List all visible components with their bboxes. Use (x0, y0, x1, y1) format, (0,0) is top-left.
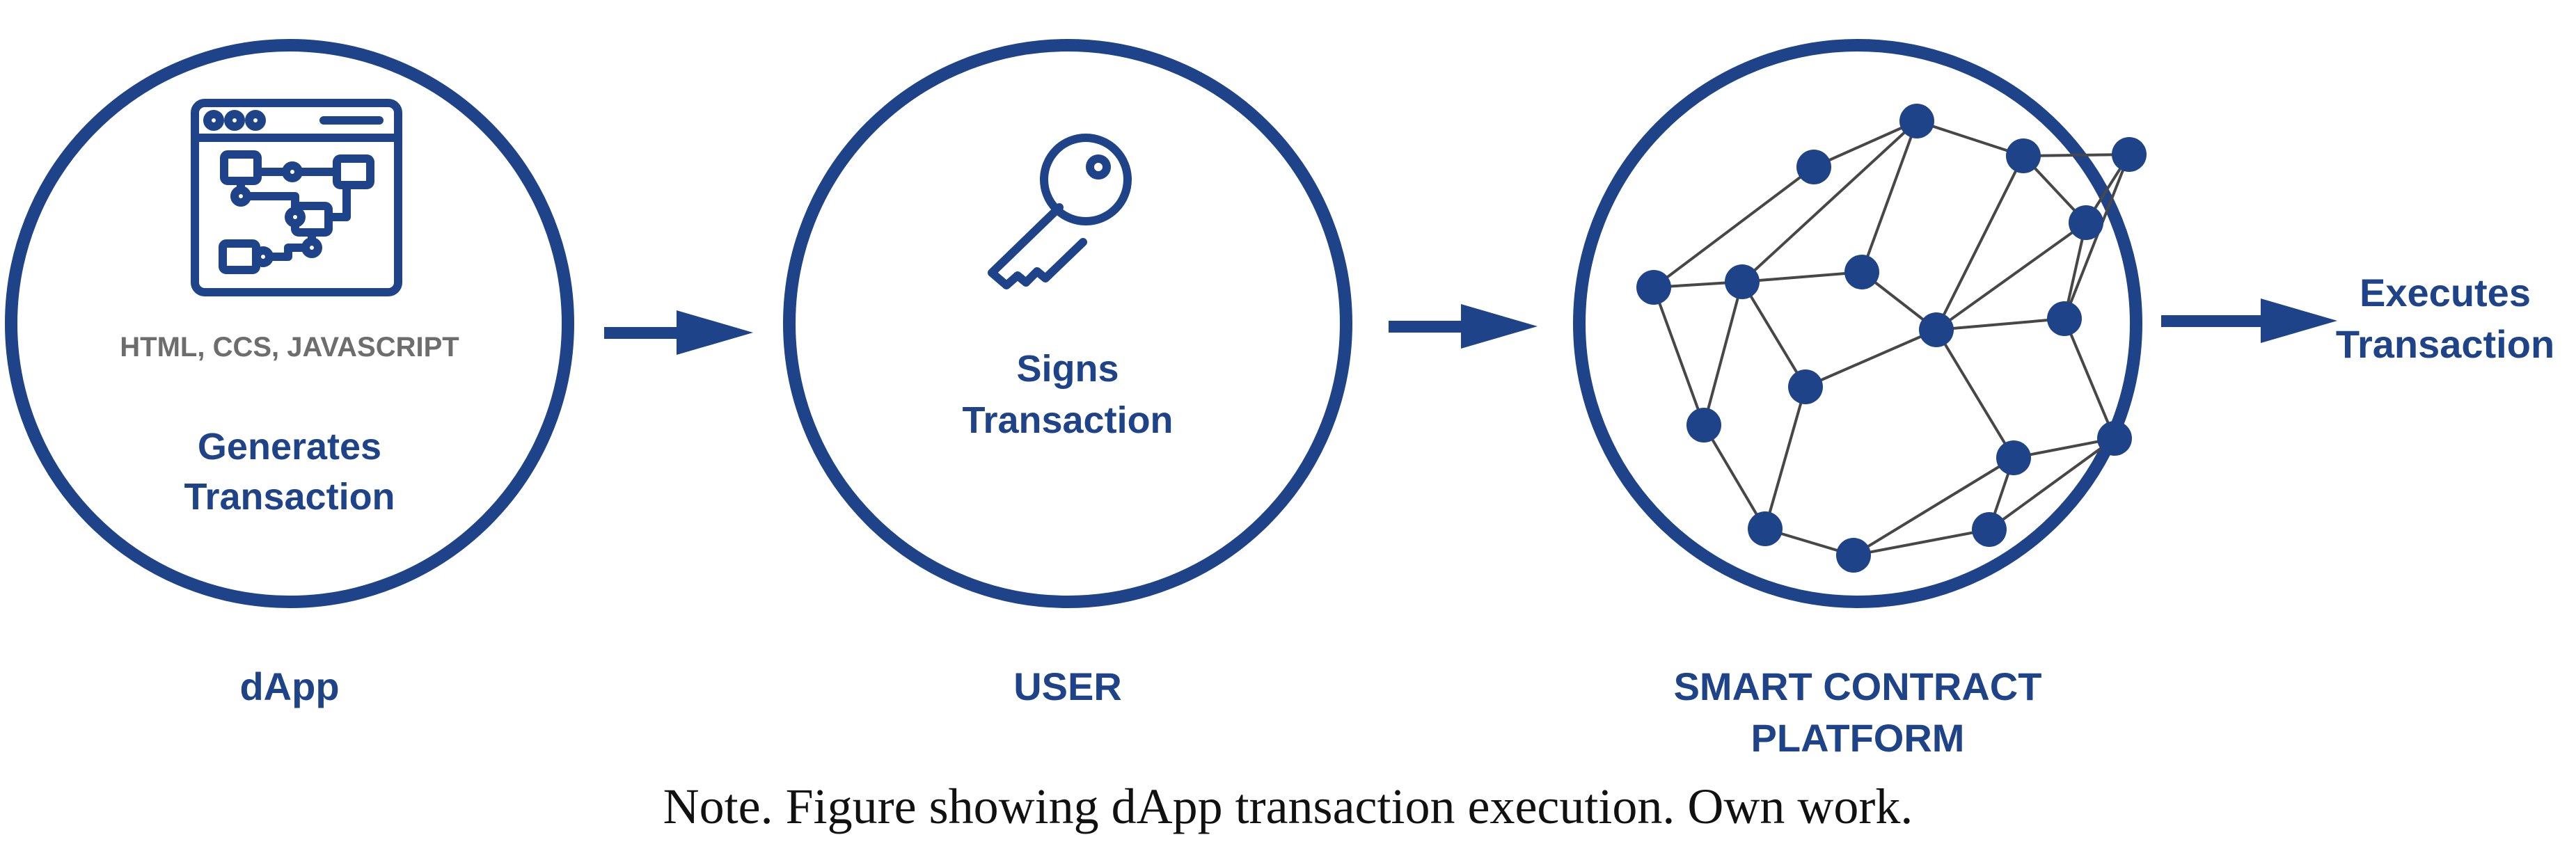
network-edge (2023, 153, 2130, 157)
network-node (1788, 369, 1823, 404)
arrow-dapp-to-user (604, 310, 753, 355)
dapp-tech-label: HTML, CCS, JAVASCRIPT (120, 332, 459, 363)
network-node (1996, 440, 2031, 475)
network-nodes (1636, 104, 2147, 573)
platform-circle (1573, 39, 2142, 608)
network-node (1796, 150, 1831, 184)
network-edge (1852, 456, 2015, 557)
network-edge (1741, 120, 1918, 283)
network-node (2006, 138, 2041, 173)
platform-node: SMART CONTRACT PLATFORM (1573, 39, 2147, 760)
network-node (1899, 104, 1934, 138)
network-node (1725, 264, 1760, 299)
network-edge (1652, 166, 1815, 289)
arrow-shaft (1389, 321, 1464, 333)
network-edge (1764, 386, 1807, 529)
arrow-head (1461, 304, 1538, 349)
user-action-line-1: Signs (1016, 348, 1119, 390)
network-node (2069, 205, 2103, 240)
network-node (2097, 421, 2132, 456)
network-node (1844, 255, 1879, 289)
network-edge (1916, 120, 2024, 157)
arrow-head (677, 310, 753, 355)
network-edge (1652, 287, 1705, 426)
network-edge (2063, 318, 2116, 439)
arrow-user-to-platform (1389, 304, 1538, 349)
network-edge (1936, 317, 2065, 331)
network-edge (1935, 155, 2025, 331)
user-node: Signs Transaction USER (783, 39, 1352, 708)
result-line-1: Executes (2360, 271, 2531, 314)
network-node (1836, 538, 1871, 573)
arrow-shaft (604, 327, 679, 339)
key-icon (988, 134, 1132, 289)
network-edge (1935, 328, 2015, 459)
network-edge (1935, 221, 2087, 331)
figure-caption: Note. Figure showing dApp transaction ex… (663, 779, 1913, 834)
network-edge (1853, 528, 1990, 557)
network-edges (1652, 120, 2131, 557)
network-edge (1813, 120, 1918, 168)
result-line-2: Transaction (2336, 322, 2554, 366)
network-edge (1988, 437, 2116, 531)
network-node (1748, 511, 1783, 546)
network-edge (2063, 154, 2131, 319)
network-graph-icon (1636, 104, 2147, 573)
network-edge (1860, 120, 1918, 273)
network-edge (1741, 280, 1807, 388)
dapp-action-line-1: Generates (198, 426, 381, 468)
dapp-circle (5, 39, 574, 608)
user-circle (783, 39, 1352, 608)
arrow-platform-to-result (2161, 298, 2337, 343)
network-edge (1805, 328, 1937, 388)
user-action-line-2: Transaction (962, 399, 1173, 441)
network-node (2112, 137, 2147, 172)
platform-label-line-1: SMART CONTRACT (1674, 664, 2042, 708)
browser-flowchart-icon (191, 99, 402, 296)
user-label: USER (1013, 664, 1122, 708)
dapp-node: HTML, CCS, JAVASCRIPT Generates Transact… (5, 39, 574, 708)
network-edge (1702, 424, 1767, 530)
network-node (1919, 312, 1954, 347)
network-node (1686, 408, 1721, 443)
network-node (1636, 270, 1671, 305)
network-node (1972, 512, 2007, 547)
dapp-label: dApp (239, 664, 339, 708)
network-edge (1741, 271, 1863, 283)
network-node (2047, 301, 2082, 336)
platform-label-line-2: PLATFORM (1751, 716, 1965, 760)
network-edge (1702, 281, 1744, 426)
dapp-action-line-2: Transaction (184, 476, 395, 518)
arrow-shaft (2161, 315, 2266, 327)
arrow-head (2261, 298, 2337, 343)
